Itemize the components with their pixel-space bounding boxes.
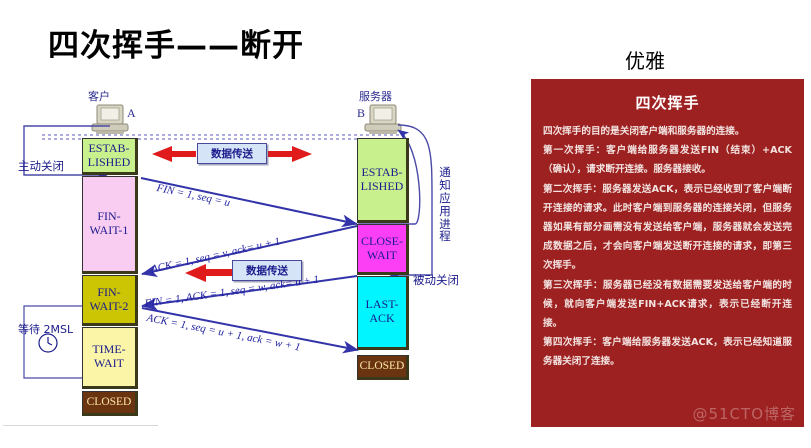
panel-paragraph: 四次挥手的目的是关闭客户端和服务器的连接。	[543, 126, 745, 137]
client-state-closed: CLOSED	[82, 391, 138, 416]
notify-app-process-label: 通知应用进程	[439, 165, 451, 244]
state-text-line2: WAIT	[94, 356, 124, 370]
state-text-line1: CLOSED	[86, 395, 132, 408]
state-text-line1: LAST-	[365, 297, 399, 312]
server-state-last-ack: LAST- ACK	[357, 276, 409, 350]
state-text-line1: ESTAB-	[361, 164, 403, 179]
panel-paragraph: 第三次挥手：服务器已经没有数据需要发送给客户端的时候，就向客户端发送FIN+AC…	[543, 279, 792, 329]
wait-2msl-label: 等待 2MSL	[18, 323, 74, 336]
diagram-vector-layer	[23, 104, 433, 382]
state-text-line1: TIME-	[92, 342, 126, 357]
data-transfer-box-1: 数据传送	[197, 143, 267, 164]
state-text-line2: LISHED	[360, 178, 404, 193]
client-state-established: ESTAB- LISHED	[82, 138, 138, 175]
data-transfer-box-2: 数据传送	[232, 260, 302, 281]
state-text-line1: ESTAB-	[88, 140, 130, 155]
state-text-line1: CLOSED	[359, 359, 405, 372]
panel-body: 四次挥手的目的是关闭客户端和服务器的连接。 第一次挥手：客户端给服务器发送FIN…	[531, 122, 804, 371]
server-state-established: ESTAB- LISHED	[357, 138, 409, 223]
data-transfer-arrow-right-1	[268, 146, 312, 162]
active-close-label: 主动关闭	[18, 159, 64, 173]
server-state-close-wait: CLOSE- WAIT	[357, 224, 409, 275]
state-text-line2: WAIT-2	[89, 298, 129, 313]
state-text-line1: FIN-	[97, 284, 121, 299]
panel-paragraph: 第一次挥手：客户端给服务器发送FIN（结束）+ACK（确认），请求断开连接。服务…	[543, 145, 792, 176]
state-text-line2: WAIT	[367, 247, 397, 262]
server-computer-icon	[364, 104, 402, 134]
server-node-letter: B	[357, 106, 366, 120]
right-heading: 优雅	[625, 49, 665, 73]
client-computer-icon	[91, 104, 129, 134]
state-text-line2: WAIT-1	[89, 223, 129, 237]
panel-paragraph: 第二次挥手：服务器发送ACK，表示已经收到了客户端断开连接的请求。此时客户端到服…	[543, 183, 792, 272]
watermark: @51CTO博客	[692, 405, 796, 423]
page-title: 四次挥手——断开	[48, 28, 304, 64]
server-state-closed: CLOSED	[357, 355, 409, 380]
client-label: 客户	[88, 90, 110, 103]
clock-icon	[38, 333, 58, 353]
tcp-four-way-handshake-diagram: 客户 A 服务器 B ESTAB- LISHED FIN- WAIT-1 FIN…	[0, 78, 520, 428]
client-state-fin-wait-1: FIN- WAIT-1	[82, 176, 138, 274]
state-text-line1: CLOSE-	[361, 233, 403, 248]
state-text-line2: LISHED	[87, 154, 131, 169]
panel-paragraph: 第四次挥手：客户端给服务器发送ACK，表示已经知道服务器关闭了连接。	[543, 337, 792, 368]
passive-close-label: 被动关闭	[413, 273, 459, 287]
client-state-fin-wait-2: FIN- WAIT-2	[82, 275, 138, 326]
state-text-line1: FIN-	[97, 209, 121, 224]
client-node-letter: A	[127, 106, 136, 120]
data-transfer-arrow-left-2	[185, 264, 232, 282]
server-label: 服务器	[359, 90, 392, 103]
state-text-line2: ACK	[369, 311, 395, 325]
data-transfer-arrow-left-1	[152, 146, 196, 162]
horizontal-divider	[3, 425, 158, 426]
explanation-panel: 四次挥手 四次挥手的目的是关闭客户端和服务器的连接。 第一次挥手：客户端给服务器…	[531, 79, 804, 427]
panel-title: 四次挥手	[635, 94, 700, 112]
client-state-time-wait: TIME- WAIT	[82, 327, 138, 389]
